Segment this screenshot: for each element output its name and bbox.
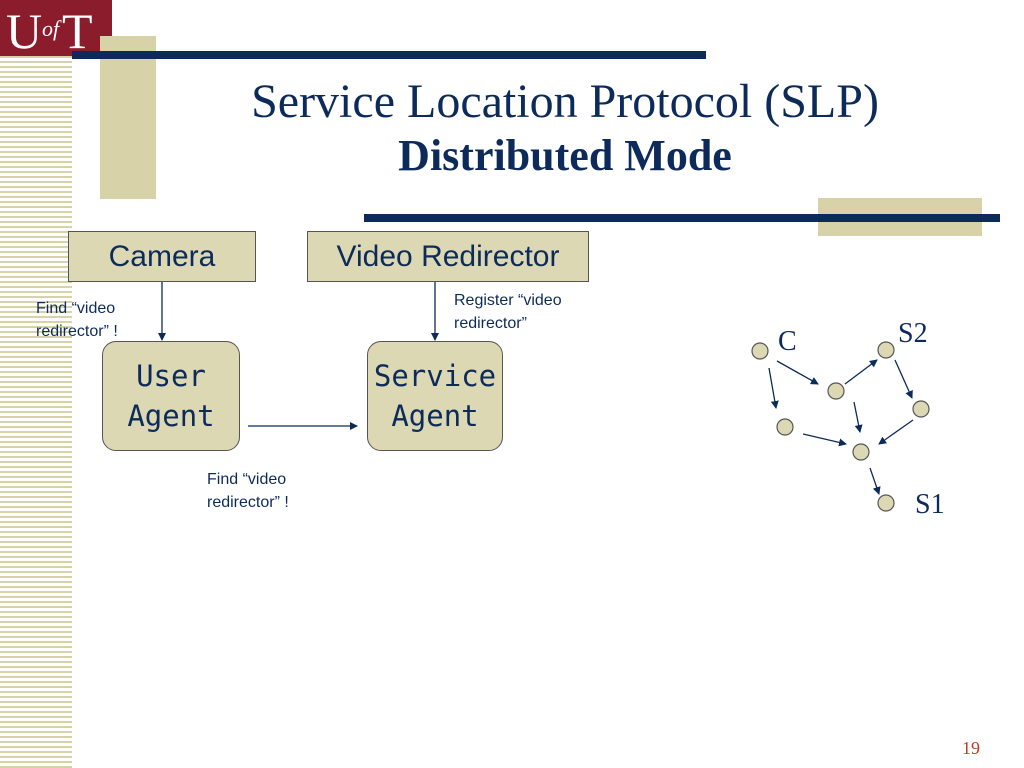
slide-title-line1: Service Location Protocol (SLP) <box>251 75 879 128</box>
node-c <box>751 342 769 360</box>
svg-text:U: U <box>6 3 42 56</box>
note-find-top-line2: redirector” ! <box>36 323 118 340</box>
node-s1 <box>877 494 895 512</box>
svg-text:of: of <box>42 16 62 41</box>
service-agent-label-line2: Agent <box>391 399 479 433</box>
service-agent-label-line1: Service <box>373 359 497 393</box>
university-logo: U of T <box>0 0 112 56</box>
edge-mid-to-s2 <box>844 359 878 385</box>
decorative-block-left <box>100 36 156 199</box>
node-left <box>776 418 794 436</box>
slide-title-line2: Distributed Mode <box>398 131 732 180</box>
network-nodes <box>751 341 930 512</box>
note-register-line1: Register “video <box>454 292 562 309</box>
note-register-line2: redirector” <box>454 315 527 332</box>
edge-s2-to-right <box>894 359 913 399</box>
video-redirector-box: Video Redirector <box>307 231 589 282</box>
edge-c-to-mid <box>776 360 819 385</box>
edge-right-to-center <box>878 419 914 445</box>
note-register: Register “video redirector” <box>454 289 562 335</box>
node-mid <box>827 382 845 400</box>
user-agent-label-line1: User <box>136 359 206 393</box>
slide-title: Service Location Protocol (SLP) Distribu… <box>150 74 980 182</box>
user-agent-box: User Agent <box>102 341 240 451</box>
decorative-stripes <box>0 56 72 768</box>
video-redirector-label: Video Redirector <box>336 239 560 273</box>
user-agent-label-line2: Agent <box>127 399 215 433</box>
node-label-s1: S1 <box>915 489 945 520</box>
edge-center-to-s1 <box>869 467 881 495</box>
camera-box: Camera <box>68 231 256 282</box>
svg-text:T: T <box>62 3 93 56</box>
node-s2 <box>877 341 895 359</box>
note-find-bottom: Find “video redirector” ! <box>207 468 289 514</box>
title-bar-bottom <box>364 214 1000 222</box>
note-find-top: Find “video redirector” ! <box>36 297 118 343</box>
node-right <box>912 400 930 418</box>
note-find-bottom-line1: Find “video <box>207 471 287 488</box>
note-find-top-line1: Find “video <box>36 300 116 317</box>
note-find-bottom-line2: redirector” ! <box>207 494 289 511</box>
node-label-s2: S2 <box>898 318 928 349</box>
edge-c-to-left <box>768 367 779 409</box>
node-center <box>852 443 870 461</box>
page-number: 19 <box>962 738 980 758</box>
edge-mid-to-center <box>853 401 863 433</box>
service-agent-box: Service Agent <box>367 341 503 451</box>
camera-label: Camera <box>108 239 216 273</box>
network-edges <box>768 359 914 495</box>
title-bar-top <box>72 51 706 59</box>
edge-left-to-center <box>802 433 847 447</box>
node-label-c: C <box>778 326 797 357</box>
